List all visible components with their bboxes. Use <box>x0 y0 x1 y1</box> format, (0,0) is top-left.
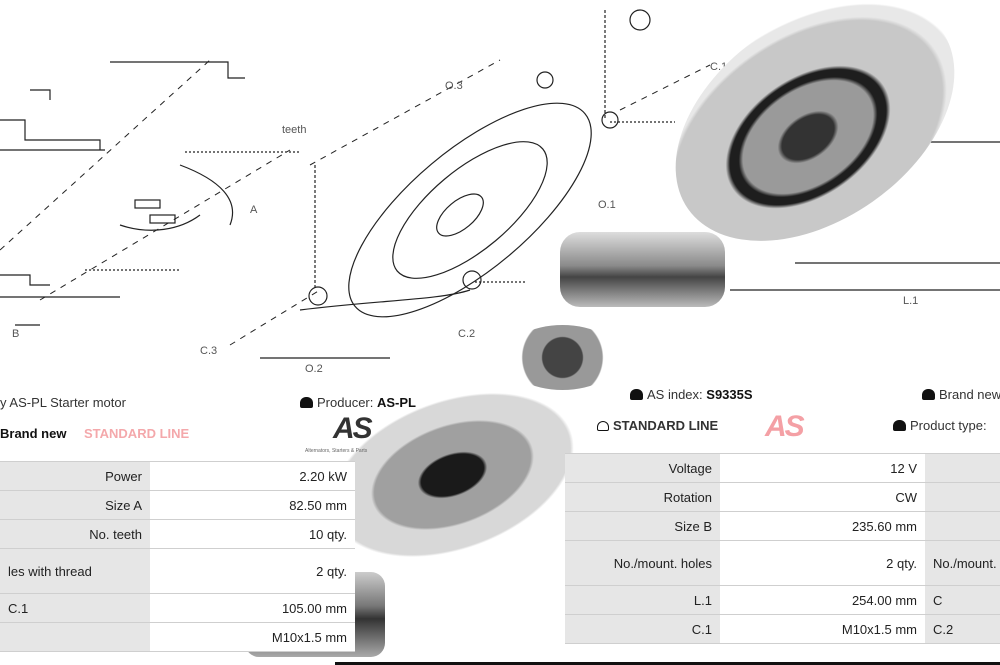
check-icon <box>597 421 609 431</box>
motor-side-outline <box>0 61 300 326</box>
spec-value: 10 qty. <box>150 519 355 549</box>
as-logo-tagline: Alternators, Starters & Parts <box>305 448 368 454</box>
label-a: A <box>250 204 258 216</box>
label-c2: C.2 <box>458 328 475 340</box>
as-logo-text: AS <box>333 412 373 445</box>
spec-label: No./mount. holes <box>565 540 720 586</box>
spec-label: Size B <box>565 511 720 541</box>
spec-label: Rotation <box>565 482 720 512</box>
brand-new-left: Brand new <box>0 426 67 441</box>
info-icon <box>300 397 313 408</box>
spec-label: Size A <box>0 490 150 520</box>
spec-extra <box>925 482 1000 512</box>
producer-label: Producer: <box>317 395 374 410</box>
spec-value: 12 V <box>720 453 925 483</box>
tag-icon <box>630 389 643 400</box>
standard-line: STANDARD LINE <box>597 418 718 433</box>
table-row: M10x1.5 mm <box>0 622 355 652</box>
spec-extra <box>925 453 1000 483</box>
spec-extra: C <box>925 585 1000 615</box>
as-logo-red: AS <box>765 410 805 443</box>
starter-motor-side-photo <box>560 232 725 307</box>
as-logo: AS <box>333 412 373 445</box>
info-icon <box>922 389 935 400</box>
spec-label: les with thread <box>0 548 150 594</box>
spec-label: C.1 <box>565 614 720 644</box>
spec-value: 105.00 mm <box>150 593 355 623</box>
label-teeth: teeth <box>282 124 306 136</box>
product-title: y AS-PL Starter motor <box>0 395 126 410</box>
label-o3: O.3 <box>445 80 463 92</box>
info-icon <box>893 420 906 431</box>
product-type: Product type: <box>893 418 987 433</box>
spec-label: Power <box>0 461 150 491</box>
label-b: B <box>12 328 19 340</box>
as-index-value: S9335S <box>706 387 753 402</box>
spec-label: Voltage <box>565 453 720 483</box>
as-index-label: AS index: <box>647 387 703 402</box>
as-logo-red-text: AS <box>765 410 805 443</box>
spec-value: M10x1.5 mm <box>720 614 925 644</box>
spec-value: 2 qty. <box>150 548 355 594</box>
producer-value: AS-PL <box>377 395 416 410</box>
label-o1: O.1 <box>598 199 616 211</box>
spec-extra <box>925 511 1000 541</box>
label-c3: C.3 <box>200 345 217 357</box>
spec-value: 254.00 mm <box>720 585 925 615</box>
bottom-divider <box>335 662 1000 665</box>
spec-label <box>0 622 150 652</box>
technical-drawing: teeth A B O.3 C.1 O.1 C.3 O.2 C.2 L.1 <box>0 9 1000 375</box>
producer: Producer: AS-PL <box>300 395 416 410</box>
label-o2: O.2 <box>305 363 323 375</box>
brand-new-right: Brand new <box>922 387 1000 402</box>
product-type-label: Product type: <box>910 418 987 433</box>
spec-value: 2.20 kW <box>150 461 355 491</box>
spec-value: 82.50 mm <box>150 490 355 520</box>
spec-extra: C.2 <box>925 614 1000 644</box>
spec-value: CW <box>720 482 925 512</box>
as-index: AS index: S9335S <box>630 387 753 402</box>
spec-label: No. teeth <box>0 519 150 549</box>
standard-line-text: STANDARD LINE <box>613 418 719 433</box>
spec-value: 235.60 mm <box>720 511 925 541</box>
label-l1: L.1 <box>903 295 918 307</box>
standard-line-faded: STANDARD LINE <box>84 426 190 441</box>
spec-label: L.1 <box>565 585 720 615</box>
spec-extra: No./mount. h <box>925 540 1000 586</box>
flange-outline <box>260 9 675 359</box>
spec-value: 2 qty. <box>720 540 925 586</box>
spec-label: C.1 <box>0 593 150 623</box>
brand-new-right-text: Brand new <box>939 387 1000 402</box>
starter-motor-gear-photo <box>505 325 620 390</box>
spec-value: M10x1.5 mm <box>150 622 355 652</box>
diagonal-guides <box>0 59 711 346</box>
